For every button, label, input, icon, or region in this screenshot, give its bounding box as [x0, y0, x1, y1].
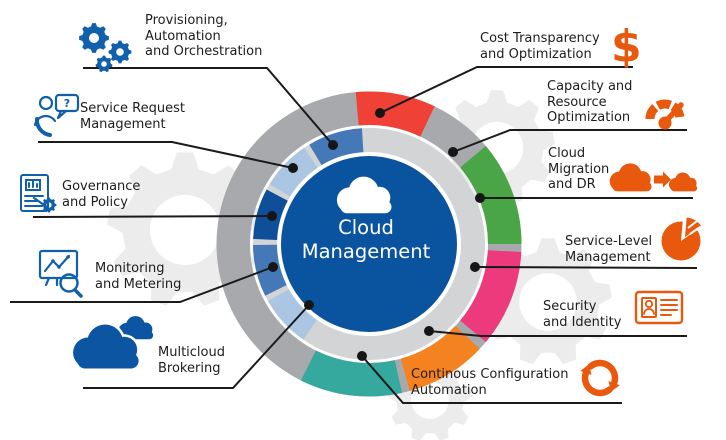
label-line: Cloud: [548, 146, 586, 161]
callout-dot-multicloud: [304, 300, 314, 310]
dollar-icon: $: [611, 21, 642, 72]
label-line: Automation: [145, 28, 221, 44]
label-line: Service Request: [80, 101, 185, 116]
segment-service-level: [460, 250, 522, 343]
label-line: Capacity and: [547, 79, 633, 94]
callout-line-service-request: [38, 141, 294, 169]
cloud-icon: [336, 176, 392, 214]
label-line: Multicloud: [158, 345, 225, 360]
gauge-icon: [645, 99, 685, 130]
callout-line-provisioning: [83, 67, 334, 146]
callout-dot-security: [424, 326, 434, 336]
callout-dot-cca: [357, 351, 367, 361]
label-line: Migration: [548, 161, 610, 177]
label-line: Provisioning,: [145, 13, 228, 28]
center-circle: [281, 156, 457, 332]
segment-migration: [460, 145, 522, 244]
label-line: Management: [80, 116, 166, 132]
callout-line-multicloud: [83, 304, 310, 389]
label-governance: Governance and Policy: [62, 179, 140, 210]
callout-dot-governance: [267, 211, 277, 221]
label-line: Governance: [62, 179, 141, 194]
question-mark-glyph: ?: [64, 97, 70, 110]
label-line: Management: [565, 249, 651, 265]
pie-chart-icon: [661, 217, 701, 261]
callout-line-capacity: [452, 129, 687, 153]
label-line: and Orchestration: [145, 44, 263, 59]
label-line: Cost Transparency: [480, 31, 600, 46]
label-security: Security and Identity: [543, 299, 621, 330]
callout-dot-service-request: [288, 163, 298, 173]
callout-line-security: [428, 330, 687, 337]
callout-dot-monitoring: [268, 262, 278, 272]
callout-line-service-level: [474, 266, 698, 269]
callouts: [10, 66, 698, 404]
callout-dot-cost: [375, 108, 385, 118]
label-service-level: Service-Level Management: [565, 234, 652, 265]
governance-icon: [20, 174, 57, 213]
label-line: and Optimization: [480, 46, 592, 62]
segment-cca: [300, 350, 403, 397]
callout-dot-capacity: [448, 147, 458, 157]
id-card-icon: [634, 290, 684, 325]
label-cloud-migration: Cloud Migration and DR: [548, 146, 609, 193]
segment-security: [400, 325, 480, 391]
cloud-migration-icon: [609, 163, 698, 192]
label-multicloud: Multicloud Brokering: [158, 345, 225, 376]
segment-cost: [355, 91, 435, 137]
callout-line-cost: [379, 66, 633, 114]
label-line: and DR: [548, 177, 596, 192]
wheel: [216, 91, 522, 397]
label-line: Optimization: [547, 110, 631, 125]
label-line: and Identity: [543, 314, 622, 330]
center-title: Cloud Management: [266, 216, 466, 263]
monitoring-icon: [38, 249, 83, 298]
label-line: Security: [543, 299, 597, 314]
callout-line-monitoring: [10, 266, 274, 303]
segment-multicloud: [268, 289, 317, 340]
label-line: Continous Configuration: [411, 367, 569, 382]
label-provisioning: Provisioning, Automation and Orchestrati…: [145, 13, 262, 60]
callout-dot-migration: [475, 193, 485, 203]
service-request-icon: ?: [33, 93, 80, 137]
label-line: Automation: [411, 382, 487, 398]
label-monitoring: Monitoring and Metering: [95, 261, 181, 292]
label-service-request: Service Request Management: [80, 101, 185, 132]
label-line: Brokering: [158, 360, 221, 376]
label-line: and Policy: [62, 194, 128, 210]
label-line: Monitoring: [95, 261, 165, 276]
label-capacity: Capacity and Resource Optimization: [547, 79, 632, 126]
callout-line-cca: [361, 355, 622, 404]
multicloud-icon: [70, 314, 156, 371]
center-title-line: Cloud: [338, 216, 394, 239]
center-title-line: Management: [301, 239, 431, 263]
gears-icon: [79, 23, 132, 73]
refresh-icon: [580, 359, 620, 397]
callout-dot-service-level: [470, 262, 480, 272]
label-cost-transparency: Cost Transparency and Optimization: [480, 31, 600, 62]
callout-dot-provisioning: [328, 140, 338, 150]
label-line: Service-Level: [565, 234, 653, 249]
label-continuous-configuration: Continous Configuration Automation: [411, 367, 568, 398]
callout-line-governance: [32, 215, 273, 218]
label-line: Resource: [547, 94, 607, 110]
label-line: and Metering: [95, 276, 182, 292]
